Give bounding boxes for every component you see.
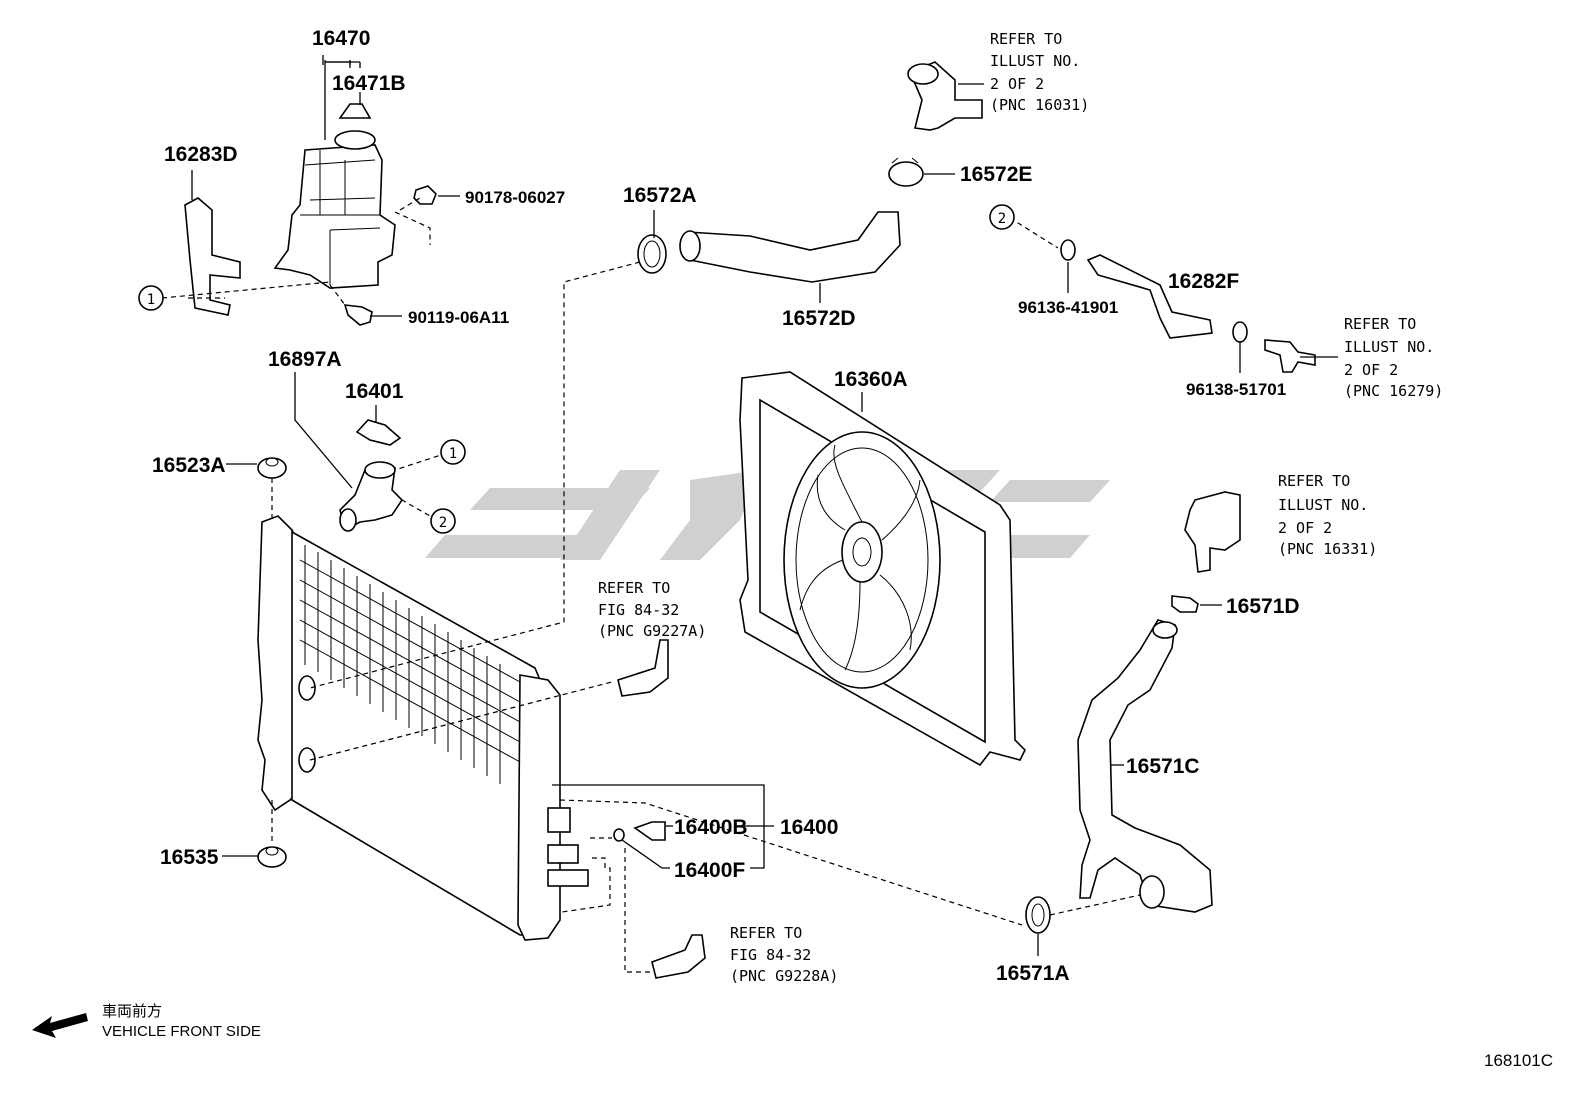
part-label-16572E: 16572E	[960, 163, 1032, 186]
part-label-16282F: 16282F	[1168, 270, 1239, 293]
hose-G9227A	[617, 639, 669, 697]
water-inlet-16031	[907, 61, 983, 131]
fan-shroud-16360A	[739, 371, 1026, 767]
clamp-96136	[1060, 239, 1076, 261]
nut-90178	[413, 185, 437, 205]
part-label-16571C: 16571C	[1126, 755, 1200, 778]
radiator-assembly	[257, 515, 589, 941]
reservoir-cap	[338, 103, 372, 119]
reservoir-hose	[184, 197, 241, 316]
part-label-16572A: 16572A	[623, 184, 697, 207]
ref-note-pnc-16331: REFER TO ILLUST NO. 2 OF 2 (PNC 16331)	[1278, 472, 1377, 558]
part-label-90119-06A11: 90119-06A11	[408, 308, 509, 327]
part-label-16535: 16535	[160, 846, 219, 869]
callout-1-right: 1	[440, 439, 466, 465]
ref-16031-line-2: ILLUST NO.	[990, 52, 1080, 70]
hose-G9228A	[651, 934, 706, 979]
clamp-16572E	[888, 157, 924, 187]
ref-16279-line-2: ILLUST NO.	[1344, 338, 1434, 356]
callout-1-left: 1	[138, 285, 164, 311]
lower-hose-16571C	[1077, 619, 1213, 913]
ref-16331-line-3: 2 OF 2	[1278, 519, 1332, 537]
bolt-90119	[343, 304, 373, 326]
upper-hose-16572D	[679, 211, 901, 283]
part-label-90178-06027: 90178-06027	[465, 188, 565, 207]
callout-1-right-label: 1	[449, 446, 457, 462]
callout-2-right-label: 2	[998, 211, 1006, 227]
part-label-16897A: 16897A	[268, 348, 342, 371]
ref-16331-line-1: REFER TO	[1278, 472, 1350, 490]
part-label-16283D: 16283D	[164, 143, 238, 166]
diagram-id: 168101C	[1484, 1051, 1553, 1070]
clamp-96138	[1232, 321, 1248, 343]
ref-note-pnc-16031: REFER TO ILLUST NO. 2 OF 2 (PNC 16031)	[990, 30, 1089, 114]
part-label-16571A: 16571A	[996, 962, 1070, 985]
fitting-16279	[1264, 339, 1316, 373]
cushion-16523A	[257, 457, 287, 479]
ref-16331-line-2: ILLUST NO.	[1278, 496, 1368, 514]
ref-16279-line-1: REFER TO	[1344, 315, 1416, 333]
part-label-16470: 16470	[312, 27, 370, 50]
part-label-96136-41901: 96136-41901	[1018, 298, 1118, 317]
callout-2-left-label: 2	[439, 515, 447, 531]
ref-G9227A-line-2: FIG 84-32	[598, 601, 679, 619]
callout-1-left-label: 1	[147, 292, 155, 308]
ref-16279-line-4: (PNC 16279)	[1344, 382, 1443, 400]
drain-plug-16400B	[633, 821, 666, 841]
ref-16031-line-3: 2 OF 2	[990, 75, 1044, 93]
front-side-label-jp: 車両前方	[102, 1003, 162, 1020]
ref-G9227A-line-1: REFER TO	[598, 579, 670, 597]
ref-G9228A-line-3: (PNC G9228A)	[730, 967, 838, 985]
part-label-16400: 16400	[780, 816, 838, 839]
ref-note-pnc-16279: REFER TO ILLUST NO. 2 OF 2 (PNC 16279)	[1344, 315, 1443, 400]
clamp-16572A	[637, 234, 667, 274]
callout-2-left: 2	[430, 508, 456, 534]
callout-2-right: 2	[989, 204, 1015, 230]
reservoir-tank	[273, 130, 396, 289]
ref-G9228A-line-2: FIG 84-32	[730, 946, 811, 964]
ref-16031-line-4: (PNC 16031)	[990, 96, 1089, 114]
leader-lines	[191, 55, 1338, 956]
part-label-16471B: 16471B	[332, 72, 406, 95]
sensor-16331	[1184, 491, 1241, 573]
arrow-left-icon	[32, 1013, 88, 1038]
part-label-96138-51701: 96138-51701	[1186, 380, 1286, 399]
part-label-16401: 16401	[345, 380, 404, 403]
ref-G9227A-line-3: (PNC G9227A)	[598, 622, 706, 640]
ref-16331-line-4: (PNC 16331)	[1278, 540, 1377, 558]
front-side-label-en: VEHICLE FRONT SIDE	[102, 1023, 261, 1040]
radiator-cap-16401	[355, 419, 402, 446]
clamp-16571A	[1025, 896, 1051, 934]
ref-note-pnc-G9227A: REFER TO FIG 84-32 (PNC G9227A)	[598, 579, 706, 640]
ref-note-pnc-G9228A: REFER TO FIG 84-32 (PNC G9228A)	[730, 924, 838, 985]
filler-neck-16897A	[339, 461, 404, 532]
ref-G9228A-line-1: REFER TO	[730, 924, 802, 942]
dashed-lines	[161, 197, 1141, 973]
bypass-hose-16282F	[1086, 254, 1213, 339]
sensor-plug-16571D	[1171, 595, 1199, 613]
part-label-16571D: 16571D	[1226, 595, 1300, 618]
cushion-16535	[257, 846, 287, 868]
o-ring-16400F	[613, 828, 625, 842]
part-label-16400F: 16400F	[674, 859, 745, 882]
part-label-16400B: 16400B	[674, 816, 748, 839]
ref-16031-line-1: REFER TO	[990, 30, 1062, 48]
part-label-16523A: 16523A	[152, 454, 226, 477]
ref-16279-line-3: 2 OF 2	[1344, 361, 1398, 379]
part-label-16572D: 16572D	[782, 307, 856, 330]
part-label-16360A: 16360A	[834, 368, 908, 391]
